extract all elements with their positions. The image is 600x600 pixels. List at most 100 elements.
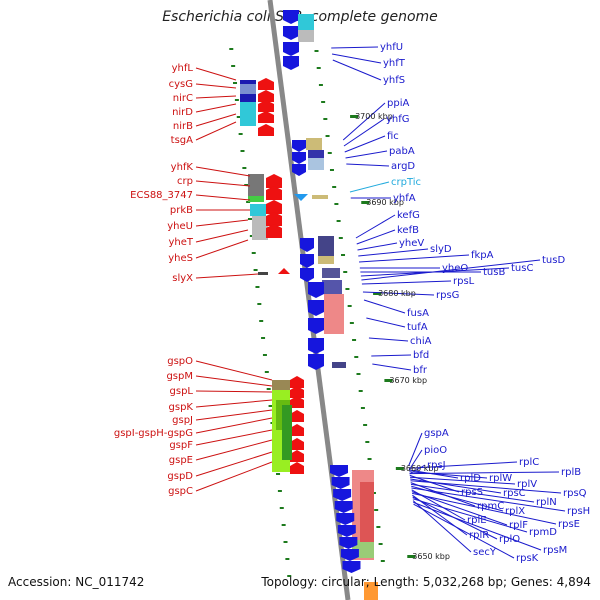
right-tick [378, 543, 383, 545]
reverse-gene-arrow [339, 537, 358, 549]
left-tick [229, 48, 234, 50]
reverse-gene-arrow [308, 338, 324, 354]
gene-label-left: ECS88_3747 [130, 190, 193, 201]
label-line [371, 354, 412, 357]
gene-label-left: gspF [169, 440, 193, 451]
label-line [410, 478, 502, 494]
feature-block [318, 236, 334, 256]
label-line [413, 501, 542, 551]
left-tick [259, 320, 264, 322]
forward-gene-arrow [290, 462, 304, 474]
gene-label-right: bfd [413, 350, 429, 361]
feature-block [252, 216, 268, 240]
forward-gene-arrow [290, 396, 304, 408]
forward-gene-arrow [258, 100, 274, 112]
gene-label-right: rpsM [543, 545, 567, 556]
left-tick [238, 133, 243, 135]
right-tick [321, 101, 326, 103]
feature-block [308, 158, 324, 170]
gene-label-left: gspC [168, 486, 193, 497]
reverse-gene-arrow [300, 268, 314, 282]
gene-label-right: rpsJ [427, 460, 446, 471]
gene-label-right: rplC [519, 457, 539, 468]
label-line [412, 492, 557, 525]
right-tick [345, 288, 350, 290]
label-line [359, 254, 470, 263]
gene-label-right: yhfS [383, 75, 405, 86]
gene-label-right: rpsE [558, 519, 580, 530]
right-tick [349, 322, 354, 324]
tick-layer [229, 48, 416, 577]
reverse-gene-arrow [330, 465, 348, 477]
kbp-tick [373, 292, 382, 295]
kbp-label: 3660 kbp [401, 464, 439, 473]
label-line [195, 360, 273, 381]
reverse-gene-arrow [342, 561, 361, 573]
right-tick [360, 407, 365, 409]
forward-gene-arrow [278, 268, 290, 274]
label-line [195, 83, 237, 89]
right-tick [332, 186, 337, 188]
label-line [195, 429, 273, 446]
feature-block [298, 14, 314, 30]
gene-label-right: rpsG [436, 290, 459, 301]
forward-gene-arrow [258, 90, 274, 102]
label-line [331, 53, 382, 64]
label-line [356, 229, 396, 245]
label-line [195, 439, 273, 461]
reverse-gene-arrow [292, 152, 306, 164]
feature-block [240, 102, 256, 126]
right-tick [374, 509, 379, 511]
rna-gene-arrow [294, 194, 308, 201]
gene-label-right: ppiA [387, 98, 409, 109]
feature-block [272, 380, 290, 390]
reverse-gene-arrow [300, 238, 314, 252]
gene-label-right: yhfA [393, 193, 416, 204]
gene-label-right: gspA [424, 428, 449, 439]
gene-label-right: rpsK [516, 553, 539, 564]
feature-block [312, 195, 328, 199]
label-line [410, 483, 535, 503]
gene-label-left: slyX [172, 273, 193, 284]
label-line [344, 135, 386, 153]
right-tick [338, 237, 343, 239]
forward-gene-arrow [258, 124, 274, 136]
label-line [411, 487, 566, 512]
gene-label-left: yheU [167, 221, 193, 232]
gene-label-right: rplN [536, 497, 557, 508]
forward-gene-arrow [266, 212, 282, 226]
left-tick [247, 218, 252, 220]
feature-block [240, 84, 256, 94]
feature-block [282, 405, 292, 460]
gene-label-left: yheT [168, 237, 193, 248]
kbp-label: 3680 kbp [378, 289, 416, 298]
gene-label-right: chiA [410, 336, 432, 347]
gene-label-left: cysG [169, 79, 193, 90]
right-tick [329, 169, 334, 171]
label-line [332, 59, 382, 81]
feature-block [248, 174, 264, 196]
reverse-gene-arrow [283, 10, 299, 24]
label-line [345, 150, 388, 159]
gene-label-left: yhfL [172, 63, 194, 74]
label-line [363, 299, 406, 314]
gene-label-right: tusD [542, 255, 565, 266]
forward-gene-arrow [266, 186, 282, 200]
feature-block [322, 280, 342, 294]
label-line [195, 166, 251, 177]
left-tick [253, 269, 258, 271]
label-line [195, 95, 237, 99]
label-line [368, 337, 409, 342]
kbp-tick [350, 115, 359, 118]
gene-label-left: gspD [167, 471, 193, 482]
forward-gene-arrow [290, 376, 304, 388]
reverse-gene-arrow [308, 300, 324, 316]
gene-label-right: rplV [517, 479, 537, 490]
gene-label-right: rplO [499, 534, 520, 545]
left-tick [262, 354, 267, 356]
reverse-gene-arrow [340, 549, 359, 561]
left-tick [234, 99, 239, 101]
gene-label-right: rplW [489, 473, 512, 484]
gene-label-right: fkpA [471, 250, 494, 261]
